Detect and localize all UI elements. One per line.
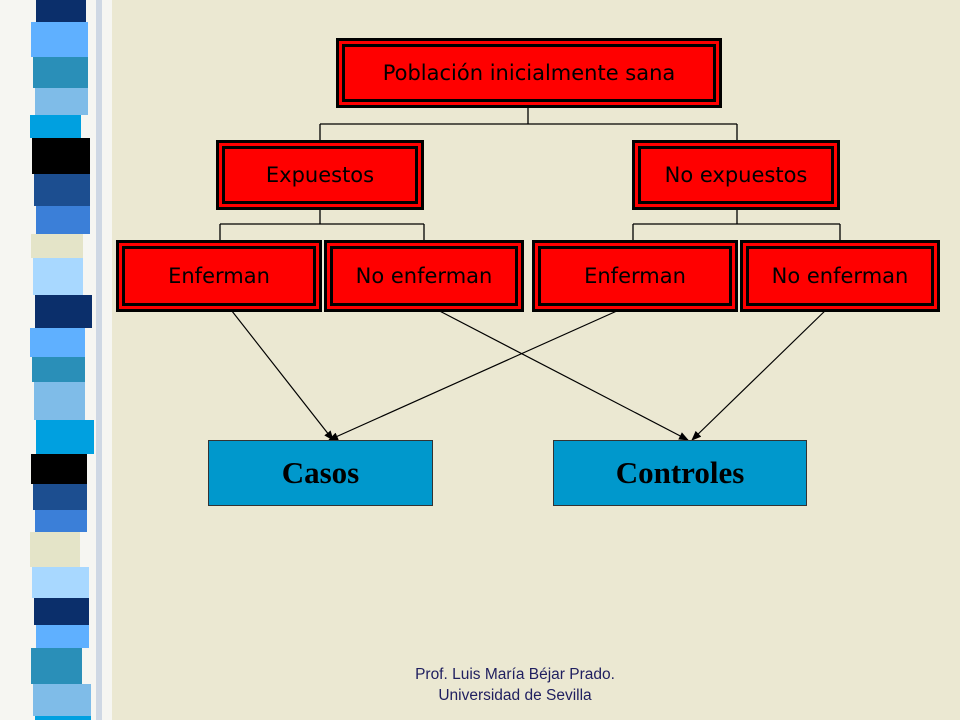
node-exposed-not-sick: No enferman — [330, 246, 518, 306]
footer-institution: Universidad de Sevilla — [438, 687, 592, 704]
stripe-block — [36, 625, 89, 648]
node-not-exposed-not-sick: No enferman — [746, 246, 934, 306]
stripe-block — [35, 510, 87, 532]
arrow-exposed-not-sick-to-controls — [429, 305, 689, 441]
target-cases: Casos — [208, 440, 433, 506]
node-not-exposed-sick: Enferman — [538, 246, 732, 306]
stripe-block — [34, 174, 90, 206]
stripe-block — [36, 0, 86, 22]
node-initial-population: Población inicialmente sana — [342, 44, 716, 102]
node-not-exposed-sick-label: Enferman — [584, 264, 686, 288]
decorative-side-stripe — [0, 0, 112, 720]
node-exposed-label: Expuestos — [265, 163, 375, 187]
tree-line-root — [319, 104, 738, 148]
stripe-edge-line — [96, 0, 102, 720]
tree-line-exposed — [219, 204, 425, 247]
stripe-block — [32, 357, 85, 382]
stripe-block — [33, 684, 91, 716]
stripe-block — [36, 420, 94, 454]
stripe-block — [33, 484, 87, 510]
stripe-block — [34, 598, 89, 625]
arrow-not-exposed-sick-to-cases — [328, 305, 629, 441]
stripe-block — [34, 382, 85, 420]
stripe-block — [33, 258, 83, 295]
stripe-block — [35, 88, 88, 115]
stripe-block — [35, 716, 91, 720]
stripe-block — [31, 648, 82, 684]
node-not-exposed: No expuestos — [638, 146, 834, 204]
stripe-block — [32, 138, 90, 174]
stripe-block — [32, 567, 89, 598]
stripe-block — [30, 328, 85, 357]
stripe-block — [31, 234, 83, 258]
node-exposed-sick: Enferman — [122, 246, 316, 306]
stripe-block — [30, 115, 81, 138]
node-not-exposed-label: No expuestos — [664, 163, 808, 187]
stripe-block — [31, 454, 87, 484]
target-controls: Controles — [553, 440, 807, 506]
node-not-exposed-not-sick-label: No enferman — [771, 264, 909, 288]
target-cases-label: Casos — [281, 455, 360, 490]
node-initial-population-label: Población inicialmente sana — [382, 61, 676, 85]
stripe-block — [36, 206, 90, 234]
node-exposed: Expuestos — [222, 146, 418, 204]
slide-footer: Prof. Luis María Béjar Prado. Universida… — [360, 664, 670, 706]
stripe-block — [33, 57, 88, 88]
arrow-exposed-sick-to-cases — [227, 305, 334, 441]
node-exposed-not-sick-label: No enferman — [355, 264, 493, 288]
tree-line-not-exposed — [632, 204, 841, 247]
target-controls-label: Controles — [615, 455, 745, 490]
stripe-block — [35, 295, 92, 328]
stripe-block — [31, 22, 88, 57]
stripe-block — [30, 532, 80, 567]
arrow-not-exposed-not-sick-to-controls — [691, 305, 831, 441]
node-exposed-sick-label: Enferman — [168, 264, 270, 288]
footer-author: Prof. Luis María Béjar Prado. — [415, 666, 615, 683]
